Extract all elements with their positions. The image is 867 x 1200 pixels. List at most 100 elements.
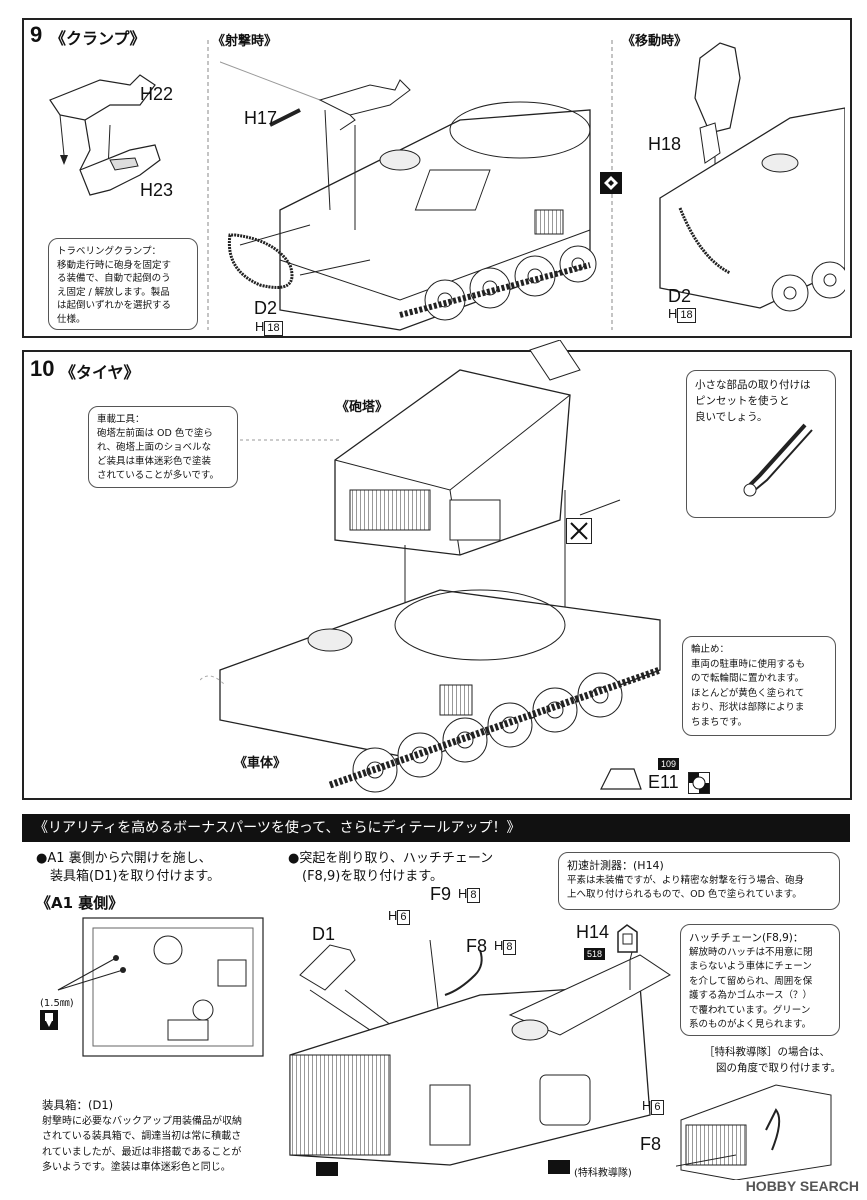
tools-note: 車載工具： 砲塔左前面は OD 色で塗ら れ、砲塔上面のショベルな ど装具は車体… — [88, 406, 238, 488]
step9-frame — [22, 18, 852, 338]
part-e11: E11 — [648, 772, 679, 792]
hatch-chain-note-line: で覆われています。グリーン — [689, 1004, 811, 1016]
part-h14: H14 — [576, 922, 610, 942]
tweezer-note-line: ピンセットを使うと — [695, 395, 790, 407]
wheel-chock-part — [600, 768, 642, 790]
special-unit-note-line: 図の角度で取り付けます。 — [716, 1062, 841, 1074]
moving-hull-drawing — [659, 42, 845, 312]
special-unit-inset-drawing — [676, 1084, 832, 1180]
special-unit-label: (特科教導隊) — [574, 1168, 632, 1179]
part-h18: H18 — [648, 134, 682, 154]
velocity-meter-note-heading: 初速計測器：(H14) — [567, 859, 664, 872]
tweezer-note: 小さな部品の取り付けは ピンセットを使うと 良いでしょう。 — [686, 370, 836, 518]
badge-518-text: 518 — [584, 948, 606, 960]
moving-title: 《移動時》 — [622, 34, 688, 49]
traveling-clamp-note-line: は起倒いずれかを選択する — [57, 300, 172, 311]
special-unit-note: ［特科教導隊］の場合は、 図の角度で取り付けます。 — [704, 1044, 841, 1076]
traveling-clamp-note-line: え固定 / 解放します。製品 — [57, 286, 170, 298]
part-f8: F8 — [466, 936, 488, 956]
a1-underside-drawing — [57, 917, 264, 1057]
velocity-meter-note-line: 平素は未装備ですが、より精密な射撃を行う場合、砲身 — [567, 874, 805, 886]
hatch-chain-note-heading: ハッチチェーン(F8,9)： — [689, 932, 804, 944]
hatch-chain-note-line: を介して留められ、周囲を保 — [689, 975, 813, 987]
tweezer-icon — [743, 423, 813, 497]
tweezer-note-line: 良いでしょう。 — [695, 411, 768, 423]
step10-frame — [22, 350, 852, 800]
part-d2-left-box: 18 — [264, 321, 283, 336]
part-d2-right: D2 — [668, 286, 692, 306]
part-f8-bottom: F8 — [640, 1134, 662, 1154]
wheel-chock-note-line: おり、形状は部隊によりま — [691, 702, 805, 713]
step10-title: 《タイヤ》 — [60, 363, 140, 382]
hobby-search-watermark: HOBBY SEARCH — [745, 1178, 859, 1194]
part-d2-right-box: 18 — [677, 308, 696, 323]
hatch-chain-note-line: 護する為かゴムホース（？） — [689, 990, 813, 1001]
clamp-parts-drawing — [49, 74, 161, 196]
tools-note-line: 砲塔左前面は OD 色で塗ら — [97, 428, 213, 439]
traveling-clamp-note-line: る装備で、自動で起倒のう — [57, 273, 171, 284]
a1-title: 《A1 裏側》 — [36, 894, 124, 912]
traveling-clamp-note: トラベリングクランプ： 移動走行時に砲身を固定す る装備で、自動で起倒のう え固… — [48, 238, 198, 330]
tweezer-required-icon — [566, 518, 592, 544]
wheel-chock-note-line: 車両の駐車時に使用するも — [691, 658, 806, 670]
part-d2-right-h: H — [668, 306, 678, 321]
hatch-chain-note-line: まらないよう車体にチェーン — [689, 961, 812, 972]
part-d2-left-h: H — [255, 319, 265, 334]
velocity-meter-note-line: 上へ取り付けられるもので、OD 色で塗られています。 — [567, 889, 802, 900]
traveling-clamp-note-line: 仕様。 — [57, 313, 86, 325]
part-h23: H23 — [140, 180, 174, 200]
part-f9-box: 8 — [467, 888, 480, 903]
turret-detail-drawing — [289, 935, 671, 1166]
part-f9-h: H — [458, 886, 468, 901]
hatch-chain-note: ハッチチェーン(F8,9)： 解放時のハッチは不用意に閉 まらないよう車体にチェ… — [680, 924, 840, 1036]
hatch-chain-note-line: 解放時のハッチは不用意に閉 — [689, 946, 813, 958]
tools-note-heading: 車載工具： — [97, 414, 145, 425]
wheel-chock-note-line: ほとんどが黄色く塗られて — [691, 687, 805, 699]
part-h22: H22 — [140, 84, 174, 104]
equipment-box-note-line: 多いようです。塗装は車体迷彩色と同じ。 — [42, 1162, 231, 1173]
tools-note-line: れ、砲塔上面のショベルな — [97, 442, 212, 453]
firing-hull-drawing — [220, 61, 597, 331]
hull-label: 《車体》 — [234, 756, 287, 771]
part-f8-h: H — [494, 938, 504, 953]
drill-icon — [40, 1010, 58, 1030]
step10-number: 10 — [30, 356, 55, 381]
part-special-h6-h: H — [642, 1098, 652, 1113]
velocity-meter-note: 初速計測器：(H14) 平素は未装備ですが、より精密な射撃を行う場合、砲身 上へ… — [558, 852, 840, 910]
traveling-clamp-note-heading: トラベリングクランプ： — [57, 246, 162, 257]
wheel-chock-note-line: ちまちです。 — [691, 716, 748, 728]
unit-marking-special-icon — [548, 1160, 570, 1174]
part-special-h6-box: 6 — [651, 1100, 664, 1115]
bonus-bullet-2-line: (F8,9)を取り付けます。 — [302, 869, 443, 884]
special-unit-note-line: ［特科教導隊］の場合は、 — [704, 1046, 830, 1058]
hatch-chain-note-line: 系のものがよく見られます。 — [689, 1019, 812, 1030]
tools-note-line: されていることが多いです。 — [97, 470, 219, 481]
tools-note-line: ど装具は車体迷彩色で塗装 — [97, 456, 212, 467]
part-d2-left: D2 — [254, 298, 278, 318]
paint-icon — [688, 772, 710, 794]
part-f9: F9 — [430, 884, 452, 904]
part-f9-h6-box: 6 — [397, 910, 410, 925]
turret-hull-drawing — [200, 340, 662, 793]
equipment-box-note-line: されている装具箱で、調達当初は常に積載さ — [42, 1131, 242, 1142]
tweezer-note-line: 小さな部品の取り付けは — [695, 379, 811, 391]
part-f8-box: 8 — [503, 940, 516, 955]
step9-title: 《クランプ》 — [50, 29, 146, 48]
bonus-bullet-2: ●突起を削り取り、ハッチチェーン (F8,9)を取り付けます。 — [288, 850, 493, 886]
wheel-chock-note-line: ので転輪間に置かれます。 — [691, 673, 805, 684]
bonus-bullet-1: ●A1 裏側から穴開けを施し、 装具箱(D1)を取り付けます。 — [36, 850, 220, 886]
hole-size-label: (1.5㎜) — [40, 998, 74, 1009]
equipment-box-note-line: れていましたが、最近は非搭載であることが — [42, 1146, 242, 1158]
bonus-bullet-2-line: ●突起を削り取り、ハッチチェーン — [288, 851, 494, 866]
bonus-bullet-1-line: ●A1 裏側から穴開けを施し、 — [36, 851, 212, 866]
equipment-box-note-heading: 装具箱：(D1) — [42, 1098, 114, 1112]
unit-marking-icon — [316, 1162, 338, 1176]
part-d1: D1 — [312, 924, 336, 944]
badge-109: 109 — [658, 752, 680, 771]
bonus-banner: 《リアリティを高めるボーナスパーツを使って、さらにディテールアップ！》 — [22, 814, 850, 842]
